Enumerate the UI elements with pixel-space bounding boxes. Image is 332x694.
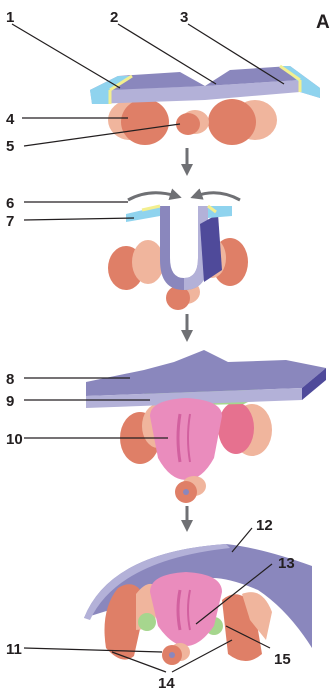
- notochord: [176, 110, 209, 135]
- label-14: 14: [158, 675, 175, 692]
- neural-tube: [150, 398, 222, 480]
- mesoderm-right: [218, 402, 272, 456]
- label-6: 6: [6, 195, 14, 212]
- label-5: 5: [6, 138, 14, 155]
- stage-neural-tube: [86, 350, 326, 503]
- label-2: 2: [110, 9, 118, 26]
- label-1: 1: [6, 9, 14, 26]
- label-11: 11: [6, 641, 22, 658]
- label-10: 10: [6, 431, 23, 448]
- label-12: 12: [256, 517, 273, 534]
- neural-plate: [90, 66, 320, 104]
- panel-label: A: [316, 12, 330, 33]
- mesoderm-left: [108, 99, 169, 145]
- label-15: 15: [274, 651, 291, 668]
- label-3: 3: [180, 9, 188, 26]
- mesoderm-right: [222, 592, 272, 661]
- surface-ectoderm: [86, 350, 326, 408]
- mesoderm-right: [208, 99, 277, 145]
- label-4: 4: [6, 111, 15, 128]
- neural-tube: [150, 572, 222, 646]
- fold-arrows: [128, 193, 240, 200]
- label-7: 7: [6, 213, 14, 230]
- mesoderm-left: [108, 240, 164, 290]
- stage-neural-groove: [108, 193, 248, 310]
- label-9: 9: [6, 393, 14, 410]
- notochord: [162, 643, 190, 665]
- label-13: 13: [278, 555, 295, 572]
- notochord: [175, 476, 206, 503]
- label-8: 8: [6, 371, 14, 388]
